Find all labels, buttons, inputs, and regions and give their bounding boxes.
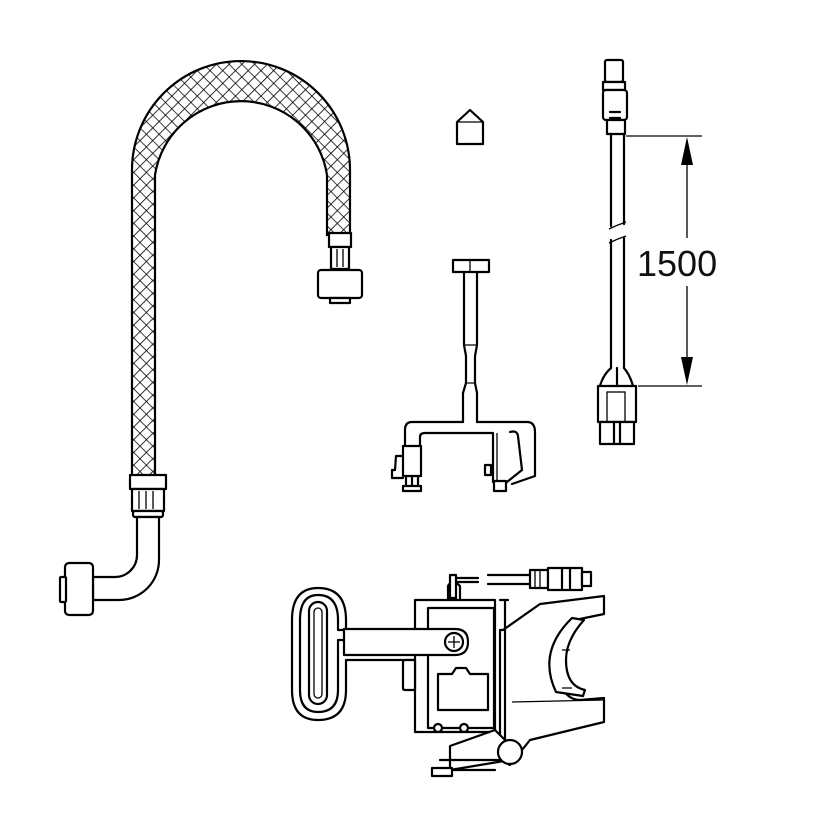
hose-braid — [130, 59, 352, 482]
solenoid-valve-unit — [290, 566, 606, 778]
valve-plug-tip — [580, 570, 593, 588]
t-bracket-head — [451, 258, 491, 274]
t-bracket-right-clip — [492, 479, 508, 493]
hose-nut-tip — [328, 296, 352, 305]
hose-elbow — [91, 515, 161, 602]
valve-cable-strain — [528, 568, 550, 590]
dimension-label: 1500 — [637, 243, 717, 284]
braided-hose — [58, 59, 364, 617]
hose-sleeve-bottom — [130, 487, 166, 513]
cable-plug-body — [601, 88, 629, 122]
valve-plug — [546, 566, 584, 592]
t-bracket-left-clip — [401, 444, 423, 478]
hose-ferrule-top — [327, 231, 353, 249]
hose-nut — [316, 268, 364, 300]
hose-sleeve-top — [329, 245, 351, 271]
cap-part — [455, 108, 485, 146]
cable-plug-top — [603, 58, 625, 84]
cable-assembly — [596, 58, 638, 446]
cable-connector-pins — [598, 420, 636, 446]
dimension-1500: 1500 — [626, 135, 717, 387]
elbow-connector — [63, 561, 95, 617]
hose-ferrule-bottom — [128, 473, 168, 491]
t-bracket-tool — [390, 258, 537, 493]
handle-slot — [307, 600, 329, 706]
